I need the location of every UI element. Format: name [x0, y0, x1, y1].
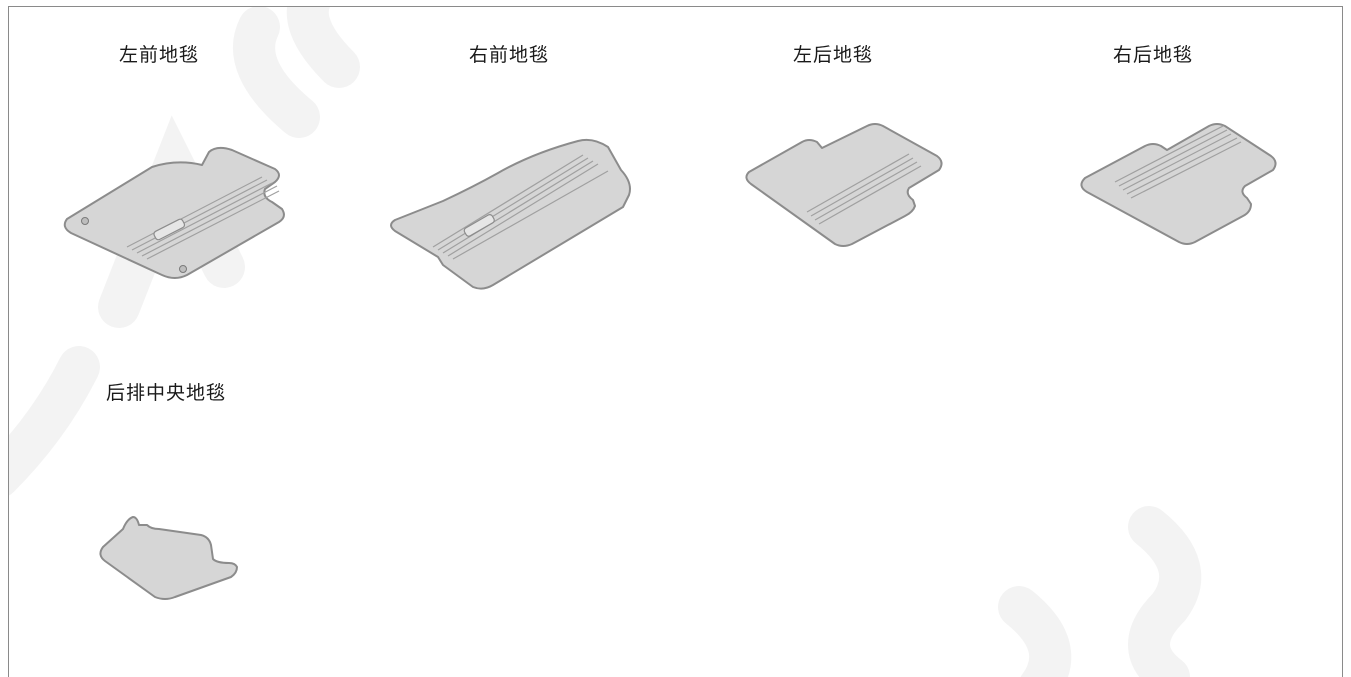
label-right-rear: 右后地毯	[1113, 44, 1194, 66]
diagram-frame: 左前地毯 右前地毯 左后地毯 右后地毯 后排中央地毯	[8, 6, 1343, 677]
mat-rear-center	[93, 511, 253, 606]
mat-right-rear	[1075, 120, 1295, 250]
label-rear-center: 后排中央地毯	[106, 382, 227, 404]
label-left-front: 左前地毯	[119, 44, 200, 66]
mat-left-rear	[737, 120, 957, 250]
label-right-front: 右前地毯	[469, 44, 550, 66]
mat-left-front	[57, 146, 297, 287]
label-left-rear: 左后地毯	[793, 44, 874, 66]
mat-right-front	[383, 135, 643, 295]
